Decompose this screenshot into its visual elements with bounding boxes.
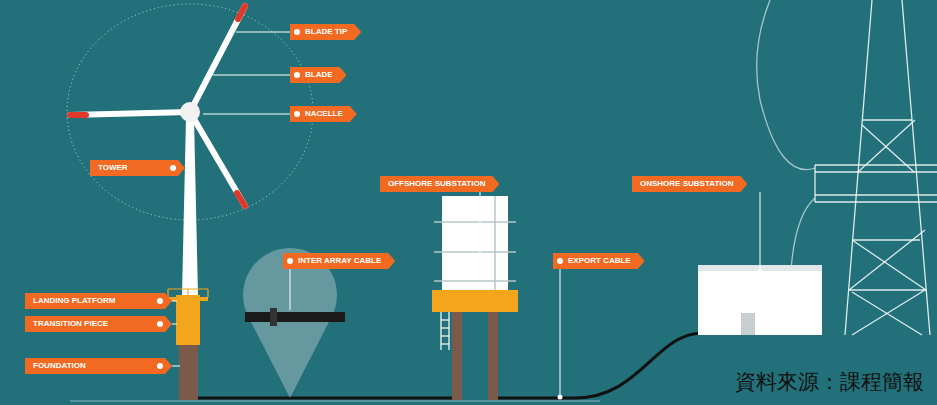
callout-tag: TOWER — [90, 160, 185, 176]
callout-tag: BLADE — [290, 67, 347, 83]
part-name: BLADE TIP — [305, 27, 347, 36]
callout-tag: FOUNDATION — [25, 358, 172, 374]
leader-lines — [172, 32, 760, 396]
leader-dot — [294, 29, 300, 35]
callout-tag: TRANSITION PIECE — [25, 316, 172, 332]
leader-dot — [157, 298, 163, 304]
leader-dots — [477, 269, 763, 400]
part-name: EXPORT CABLE — [568, 256, 631, 265]
export-cable-line — [495, 333, 702, 398]
part-name: OFFSHORE SUBSTATION — [388, 179, 485, 188]
part-name: NACELLE — [305, 109, 343, 118]
source-note: 資料來源：課程簡報 — [733, 368, 926, 396]
leader-dot — [557, 258, 563, 264]
callout-tag: INTER ARRAY CABLE — [283, 253, 395, 269]
seabed-line — [70, 401, 600, 402]
wind-turbine — [70, 6, 245, 400]
part-name: TOWER — [98, 163, 128, 172]
leader-dot — [157, 321, 163, 327]
leader-dot — [294, 72, 300, 78]
leader-dot — [294, 111, 300, 117]
part-name: LANDING PLATFORM — [33, 296, 116, 305]
onshore-substation — [698, 265, 822, 335]
offshore-substation — [432, 196, 518, 400]
inter-array-cable-line — [188, 397, 455, 400]
leader-dot — [170, 165, 176, 171]
callout-tag: EXPORT CABLE — [553, 253, 645, 269]
part-name: TRANSITION PIECE — [33, 319, 108, 328]
part-name: ONSHORE SUBSTATION — [640, 179, 733, 188]
callout-tag: LANDING PLATFORM — [25, 293, 172, 309]
callout-tag: BLADE TIP — [290, 24, 361, 40]
part-name: FOUNDATION — [33, 361, 86, 370]
part-name: BLADE — [305, 70, 333, 79]
callout-tag: ONSHORE SUBSTATION — [632, 176, 747, 192]
leader-dot — [157, 363, 163, 369]
leader-dot — [287, 258, 293, 264]
callout-tag: NACELLE — [290, 106, 357, 122]
callout-tag: OFFSHORE SUBSTATION — [380, 176, 499, 192]
cable-magnifier — [243, 248, 345, 398]
part-name: INTER ARRAY CABLE — [298, 256, 381, 265]
